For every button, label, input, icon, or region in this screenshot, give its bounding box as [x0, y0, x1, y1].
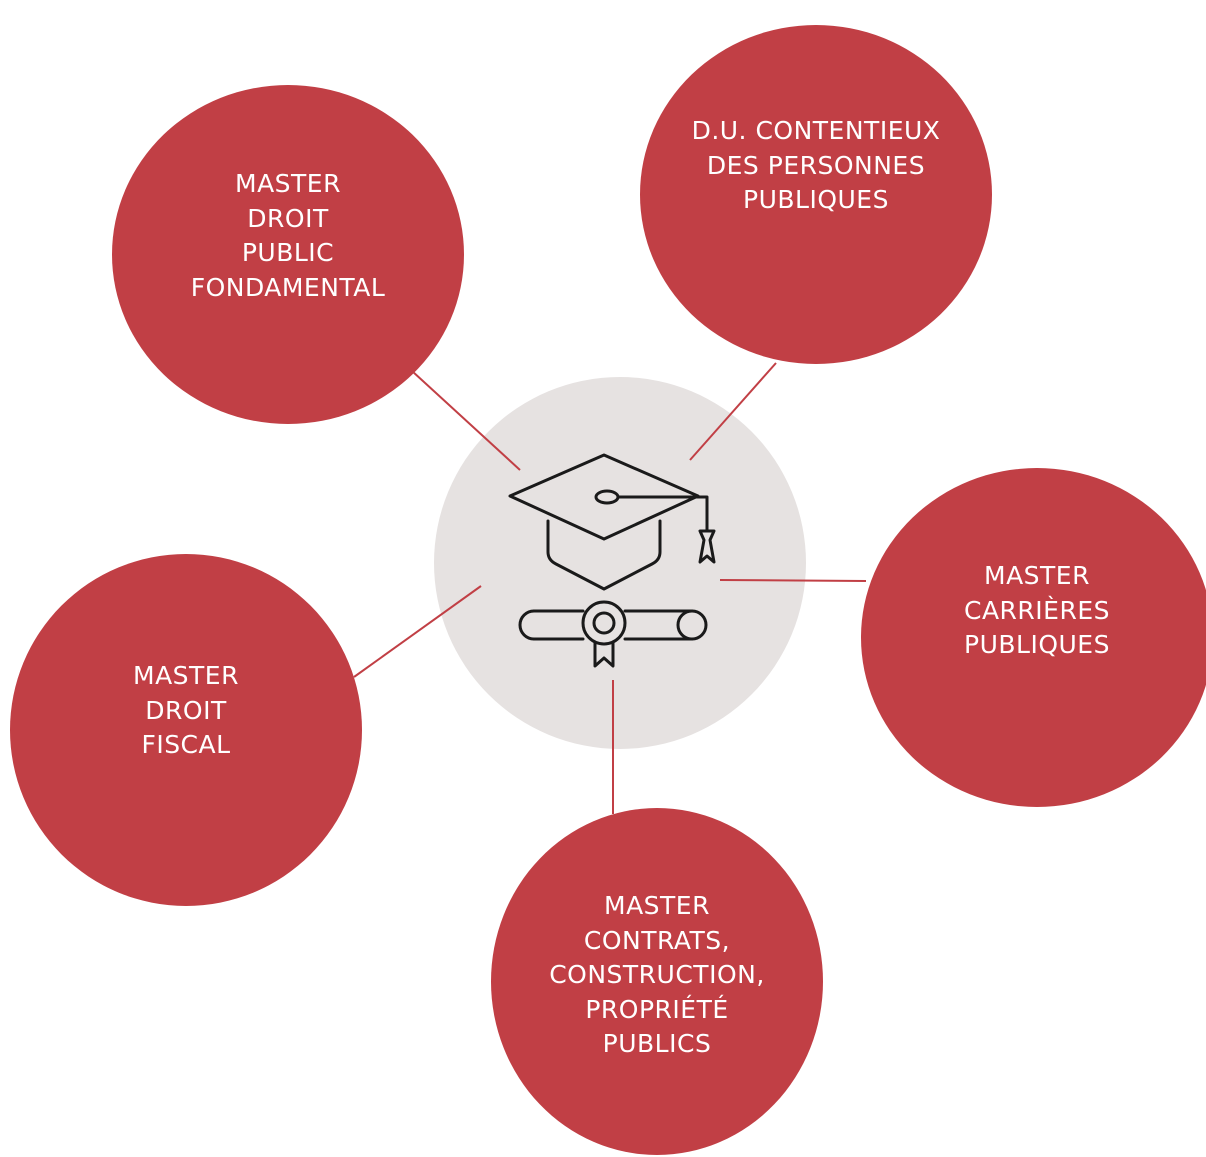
- node-du-contentieux-personnes-publiques: D.U. CONTENTIEUX DES PERSONNES PUBLIQUES: [640, 25, 992, 364]
- node-master-droit-public-fondamental: MASTER DROIT PUBLIC FONDAMENTAL: [112, 85, 464, 424]
- node-label: MASTER DROIT FISCAL: [133, 661, 239, 759]
- connector-droit-public: [411, 370, 521, 471]
- node-master-droit-fiscal: MASTER DROIT FISCAL: [10, 554, 362, 906]
- node-label: MASTER CONTRATS, CONSTRUCTION, PROPRIÉTÉ…: [549, 891, 765, 1058]
- graduation-cap-icon: [508, 453, 716, 591]
- connector-carrieres: [719, 579, 867, 582]
- node-label: D.U. CONTENTIEUX DES PERSONNES PUBLIQUES: [691, 116, 941, 214]
- node-master-contrats-construction-propriete-publics: MASTER CONTRATS, CONSTRUCTION, PROPRIÉTÉ…: [491, 808, 823, 1155]
- center-hub: [434, 377, 806, 749]
- node-label: MASTER CARRIÈRES PUBLIQUES: [963, 561, 1110, 659]
- diploma-icon: [518, 600, 708, 668]
- connector-fiscal: [353, 585, 482, 678]
- node-label: MASTER DROIT PUBLIC FONDAMENTAL: [190, 169, 386, 302]
- connector-du-contentieux: [689, 362, 777, 461]
- node-master-carrieres-publiques: MASTER CARRIÈRES PUBLIQUES: [861, 468, 1206, 807]
